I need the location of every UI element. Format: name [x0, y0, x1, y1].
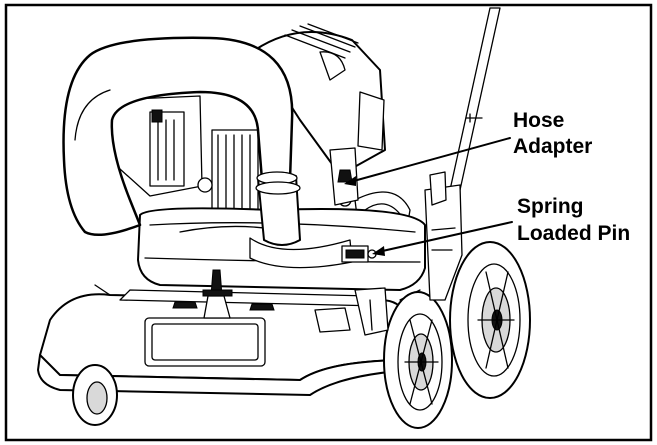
- spring-pin-leader: [377, 221, 513, 253]
- hose-adapter-label: Hose Adapter: [513, 109, 592, 158]
- rear-wheel: [449, 241, 531, 399]
- deck: [37, 269, 421, 396]
- spring-pin-arrowhead: [372, 246, 385, 256]
- engine: [109, 23, 411, 241]
- handle-bolt: [465, 113, 483, 123]
- side-frame: [424, 184, 463, 301]
- vacuum-hose: [62, 36, 294, 237]
- spring-loaded-pin-label: Spring Loaded Pin: [517, 195, 630, 245]
- machine-illustration: [37, 7, 531, 429]
- front-wheel-right: [383, 291, 453, 429]
- hose-adapter-part: [249, 147, 359, 269]
- front-wheel-left: [72, 364, 118, 426]
- hose-adapter-leader: [349, 137, 511, 183]
- spring-loaded-pin-part: [341, 245, 377, 263]
- hose-adapter-arrowhead: [344, 176, 356, 186]
